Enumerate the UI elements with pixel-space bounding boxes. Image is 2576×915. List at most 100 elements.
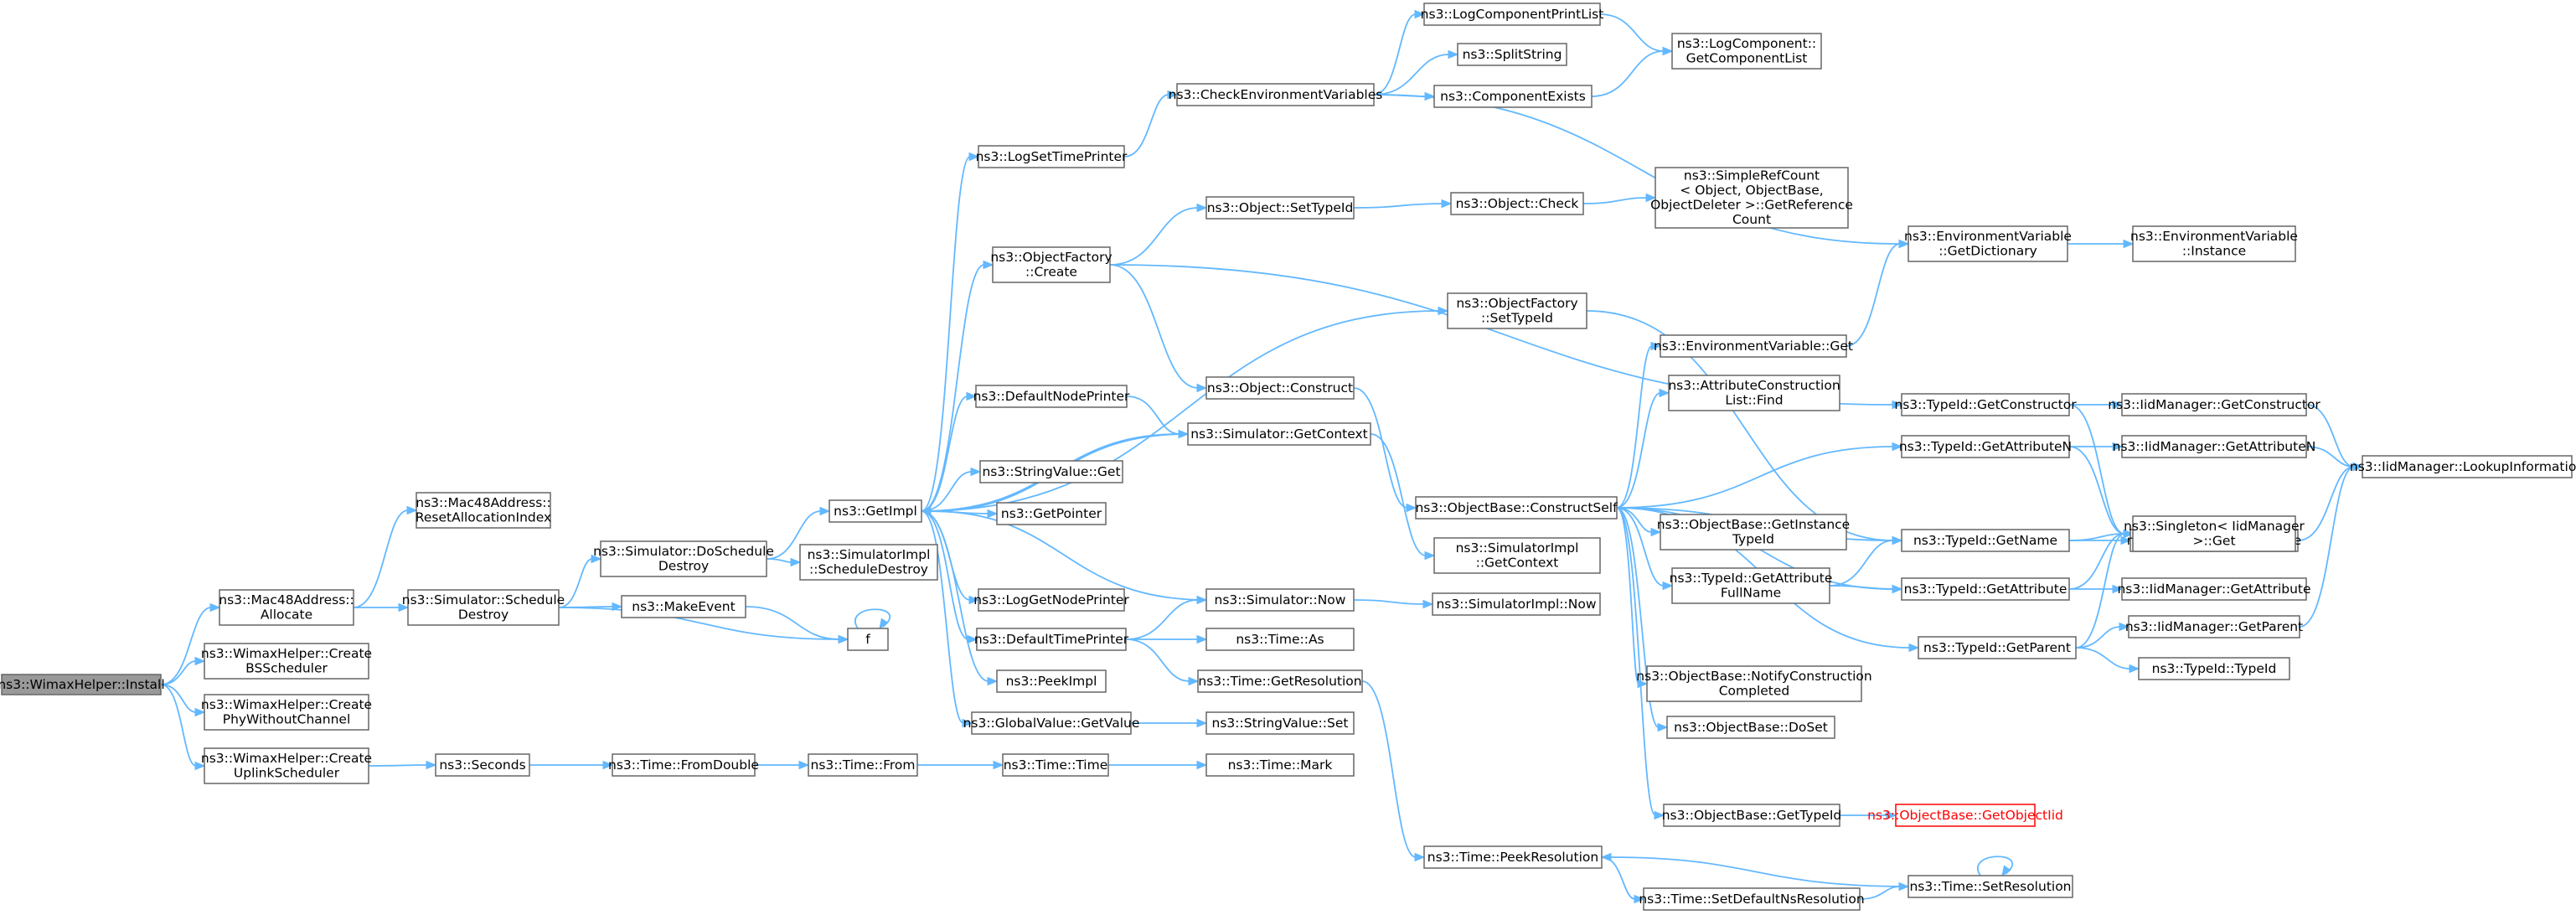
node-logGetNodePrinter[interactable]: ns3::LogGetNodePrinter [973, 588, 1129, 612]
node-box [1205, 196, 1355, 220]
node-defaultTimePrinter[interactable]: ns3::DefaultTimePrinter [974, 628, 1129, 651]
node-label: ObjectDeleter >::GetReference [1650, 198, 1853, 213]
node-timeGetResolution[interactable]: ns3::Time::GetResolution [1197, 669, 1363, 693]
node-objSetTypeId[interactable]: ns3::Object::SetTypeId [1205, 196, 1355, 220]
node-componentExists[interactable]: ns3::ComponentExists [1433, 85, 1593, 108]
node-globalValueGetValue[interactable]: ns3::GlobalValue::GetValue [963, 711, 1140, 735]
edge-logSetTimePrinter-to-checkEnv [1123, 90, 1179, 158]
node-typeIdGetName[interactable]: ns3::TypeId::GetName [1901, 529, 2070, 552]
node-label: < Object, ObjectBase, [1680, 183, 1823, 198]
node-timeMark[interactable]: ns3::Time::Mark [1205, 753, 1355, 777]
node-simImplGetContext[interactable]: ns3::SimulatorImpl::GetContext [1433, 537, 1601, 574]
node-timePeekResolution[interactable]: ns3::Time::PeekResolution [1423, 845, 1603, 869]
node-simpleRefCount[interactable]: ns3::SimpleRefCount< Object, ObjectBase,… [1650, 167, 1853, 229]
node-logCompGetList[interactable]: ns3::LogComponent::GetComponentList [1671, 33, 1822, 70]
node-fromDouble[interactable]: ns3::Time::FromDouble [608, 753, 759, 777]
edge-checkEnv-to-splitString [1373, 49, 1459, 96]
node-defaultNodePrinter[interactable]: ns3::DefaultNodePrinter [973, 385, 1130, 408]
node-getPointer[interactable]: ns3::GetPointer [996, 502, 1107, 525]
node-box [1423, 3, 1601, 26]
node-label: Destroy [458, 607, 508, 623]
node-label: ns3::Time::Time [1004, 757, 1108, 773]
node-box [1646, 665, 1862, 702]
graph-nodes: ns3::WimaxHelper::Install ns3::Mac48Addre… [0, 3, 2576, 911]
node-objFactoryCreate[interactable]: ns3::ObjectFactory::Create [990, 246, 1112, 283]
node-allocate[interactable]: ns3::Mac48Address::Allocate [219, 589, 354, 626]
node-stringValueSet[interactable]: ns3::StringValue::Set [1205, 711, 1355, 735]
node-stringValueGet[interactable]: ns3::StringValue::Get [979, 460, 1123, 483]
node-simNow[interactable]: ns3::Simulator::Now [1205, 588, 1355, 612]
node-box [1432, 592, 1601, 616]
node-box [1457, 43, 1567, 66]
edge-timePeekResolution-to-timeSetDefaultNs [1601, 856, 1645, 904]
edge-getImpl-to-logSetTimePrinter [921, 152, 980, 512]
node-createphy[interactable]: ns3::WimaxHelper::CreatePhyWithoutChanne… [201, 694, 372, 731]
node-box [1901, 529, 2070, 552]
edge-timeSetResolution-to-timePeekResolution [1600, 852, 1909, 887]
node-simGetContext[interactable]: ns3::Simulator::GetContext [1187, 422, 1371, 446]
node-simImplNow[interactable]: ns3::SimulatorImpl::Now [1432, 592, 1601, 616]
node-label: ns3::WimaxHelper::Create [201, 646, 372, 661]
node-makeEvent[interactable]: ns3::MakeEvent [621, 595, 746, 618]
node-objFactorySetTypeId[interactable]: ns3::ObjectFactory::SetTypeId [1447, 292, 1587, 329]
edge-typeIdGetConstructor-to-singletonGet [2068, 404, 2135, 539]
node-iidMgrLookup[interactable]: ns3::IidManager::LookupInformation [2350, 455, 2576, 478]
node-label: ns3::ComponentExists [1440, 89, 1586, 104]
node-resetalloc[interactable]: ns3::Mac48Address::ResetAllocationIndex [416, 492, 551, 529]
node-label: ns3::GetPointer [1001, 506, 1102, 521]
node-simImplSchedDestroy[interactable]: ns3::SimulatorImpl::ScheduleDestroy [799, 544, 938, 581]
node-objBaseConstructSelf[interactable]: ns3::ObjectBase::ConstructSelf [1415, 496, 1618, 520]
node-typeIdGetAttributeN[interactable]: ns3::TypeId::GetAttributeN [1899, 435, 2072, 458]
edge-defaultTimePrinter-to-simNow [1125, 595, 1208, 640]
node-label: ns3::GetImpl [834, 504, 917, 519]
node-envVarGetDict[interactable]: ns3::EnvironmentVariable::GetDictionary [1904, 225, 2072, 262]
node-f[interactable]: f [847, 628, 889, 651]
node-timeSetResolution[interactable]: ns3::Time::SetResolution [1907, 875, 2073, 898]
node-typeIdTypeId[interactable]: ns3::TypeId::TypeId [2138, 657, 2290, 680]
node-timeAs[interactable]: ns3::Time::As [1205, 628, 1355, 651]
node-iidMgrGetParent[interactable]: ns3::IidManager::GetParent [2125, 615, 2303, 638]
node-objBaseGetTypeId[interactable]: ns3::ObjectBase::GetTypeId [1662, 804, 1842, 827]
node-iidMgrGetAttribute[interactable]: ns3::IidManager::GetAttribute [2117, 577, 2311, 601]
node-label: ns3::TypeId::GetName [1913, 533, 2057, 548]
node-label: ns3::ObjectBase::NotifyConstruction [1636, 669, 1871, 684]
node-schedDestroy[interactable]: ns3::Simulator::ScheduleDestroy [402, 589, 565, 626]
node-envVarGet[interactable]: ns3::EnvironmentVariable::Get [1654, 334, 1853, 358]
node-objBaseGetObjectIid[interactable]: ns3::ObjectBase::GetObjectIid [1867, 804, 2063, 827]
node-logSetTimePrinter[interactable]: ns3::LogSetTimePrinter [976, 145, 1128, 168]
node-objBaseDoSet[interactable]: ns3::ObjectBase::DoSet [1666, 716, 1835, 739]
node-typeIdGetAttribute[interactable]: ns3::TypeId::GetAttribute [1901, 577, 2070, 601]
node-seconds[interactable]: ns3::Seconds [435, 753, 530, 777]
node-peekImpl[interactable]: ns3::PeekImpl [996, 669, 1107, 693]
node-checkEnv[interactable]: ns3::CheckEnvironmentVariables [1169, 83, 1383, 106]
node-typeIdGetConstructor[interactable]: ns3::TypeId::GetConstructor [1894, 393, 2077, 416]
node-logCompPrintList[interactable]: ns3::LogComponentPrintList [1421, 3, 1604, 26]
edge-objSetTypeId-to-objCheck [1353, 199, 1453, 209]
node-splitString[interactable]: ns3::SplitString [1457, 43, 1567, 66]
node-label: ns3::TypeId::GetConstructor [1894, 397, 2077, 412]
node-objConstruct[interactable]: ns3::Object::Construct [1205, 376, 1355, 400]
node-typeIdGetParent[interactable]: ns3::TypeId::GetParent [1918, 636, 2077, 659]
node-timeTime[interactable]: ns3::Time::Time [1002, 753, 1109, 777]
node-box [976, 628, 1127, 651]
node-timeFrom[interactable]: ns3::Time::From [808, 753, 918, 777]
node-label: ns3::Time::GetResolution [1198, 674, 1361, 689]
edge-typeIdGetAttribute-to-iidMgrGetAttribute [2069, 584, 2124, 594]
node-timeSetDefaultNs[interactable]: ns3::Time::SetDefaultNsResolution [1639, 887, 1865, 911]
node-iidMgrGetAttributeN[interactable]: ns3::IidManager::GetAttributeN [2113, 435, 2316, 458]
node-iidMgrGetConstructor[interactable]: ns3::IidManager::GetConstructor [2108, 393, 2320, 416]
node-objCheck[interactable]: ns3::Object::Check [1450, 192, 1584, 215]
node-envVarInstance[interactable]: ns3::EnvironmentVariable::Instance [2130, 225, 2298, 262]
node-box [1447, 292, 1587, 329]
edge-typeIdGetParent-to-iidMgrGetParent [2075, 622, 2130, 649]
node-getImpl[interactable]: ns3::GetImpl [829, 499, 922, 523]
node-install[interactable]: ns3::WimaxHelper::Install [0, 674, 165, 695]
node-objBaseNotify[interactable]: ns3::ObjectBase::NotifyConstructionCompl… [1636, 665, 1872, 702]
node-singletonGet[interactable]: ns3::Singleton< IidManager >::Get [2124, 515, 2305, 552]
